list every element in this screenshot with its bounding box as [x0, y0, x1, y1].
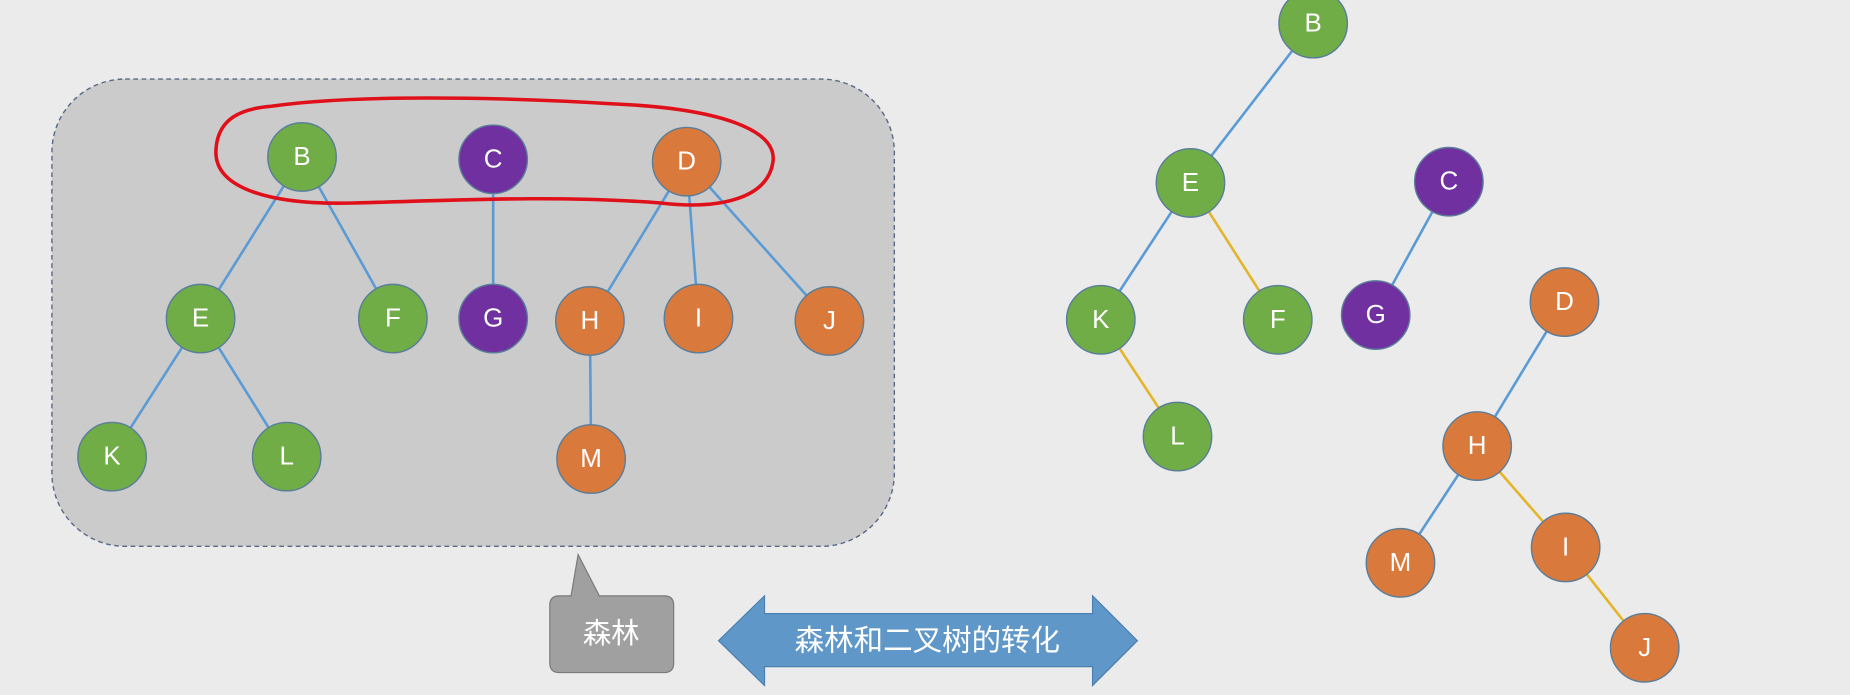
arrow-text: 森林和二叉树的转化 — [795, 624, 1060, 658]
node-label: G — [483, 305, 503, 333]
node-circle — [1609, 612, 1680, 683]
node-M: M — [1365, 527, 1436, 598]
binary-tree: B E C K F G L D H M I J — [1065, 0, 1680, 683]
node-B: B — [1278, 0, 1349, 59]
node-circle — [251, 421, 322, 492]
node-C: C — [458, 124, 529, 195]
node-circle — [651, 126, 722, 197]
node-circle — [1413, 146, 1484, 217]
node-label: H — [581, 307, 600, 335]
node-circle — [458, 124, 529, 195]
node-circle — [1278, 0, 1349, 59]
node-K: K — [77, 421, 148, 492]
node-label: L — [279, 443, 293, 471]
node-circle — [77, 421, 148, 492]
node-H: H — [1442, 411, 1513, 481]
forest-callout: 森林 — [549, 552, 675, 674]
node-label: J — [823, 307, 836, 335]
node-circle — [1529, 267, 1600, 337]
node-circle — [357, 283, 428, 354]
node-circle — [1340, 280, 1411, 350]
node-circle — [794, 286, 865, 356]
node-circle — [267, 122, 337, 192]
node-J: J — [1609, 612, 1680, 683]
node-M: M — [556, 424, 627, 494]
node-label: C — [1439, 168, 1458, 196]
node-J: J — [794, 286, 865, 356]
node-label: B — [1305, 10, 1322, 38]
node-label: K — [103, 443, 121, 471]
node-label: I — [1562, 533, 1569, 561]
node-label: E — [192, 305, 209, 333]
node-circle — [1155, 147, 1226, 218]
node-circle — [556, 424, 627, 494]
conversion-double-arrow: 森林和二叉树的转化 — [717, 594, 1139, 687]
node-label: B — [293, 143, 310, 171]
node-label: D — [677, 148, 696, 176]
node-label: C — [484, 145, 503, 173]
root-highlight-ellipse — [214, 96, 775, 207]
node-label: M — [580, 445, 602, 473]
node-I: I — [663, 283, 734, 354]
node-label: K — [1092, 306, 1110, 334]
node-E: E — [1155, 147, 1226, 218]
node-I: I — [1530, 512, 1601, 583]
node-L: L — [251, 421, 322, 492]
node-circle — [458, 283, 529, 354]
node-F: F — [357, 283, 428, 354]
forest: B C D E F G H I J K L M — [77, 122, 865, 494]
node-circle — [165, 283, 236, 354]
node-circle — [1142, 401, 1213, 472]
node-D: D — [651, 126, 722, 197]
node-circle — [663, 283, 734, 354]
node-label: E — [1182, 169, 1199, 197]
node-label: J — [1638, 634, 1651, 662]
node-E: E — [165, 283, 236, 354]
node-D: D — [1529, 267, 1600, 337]
node-circle — [1442, 411, 1513, 481]
node-label: L — [1170, 423, 1184, 451]
node-F: F — [1242, 284, 1313, 355]
node-G: G — [458, 283, 529, 354]
node-label: M — [1390, 549, 1412, 577]
node-C: C — [1413, 146, 1484, 217]
node-circle — [1242, 284, 1313, 355]
callout-text: 森林 — [583, 617, 640, 650]
node-label: F — [1270, 306, 1286, 334]
edge-D-J — [685, 160, 831, 322]
node-G: G — [1340, 280, 1411, 350]
node-label: G — [1366, 301, 1386, 329]
node-K: K — [1065, 284, 1136, 355]
node-label: H — [1468, 432, 1487, 460]
node-B: B — [267, 122, 337, 192]
node-circle — [1065, 284, 1136, 355]
node-label: F — [385, 305, 401, 333]
node-circle — [1365, 527, 1436, 598]
node-label: I — [695, 305, 702, 333]
node-label: D — [1555, 288, 1574, 316]
node-circle — [555, 286, 625, 356]
node-H: H — [555, 286, 625, 356]
node-circle — [1530, 512, 1601, 583]
node-L: L — [1142, 401, 1213, 472]
